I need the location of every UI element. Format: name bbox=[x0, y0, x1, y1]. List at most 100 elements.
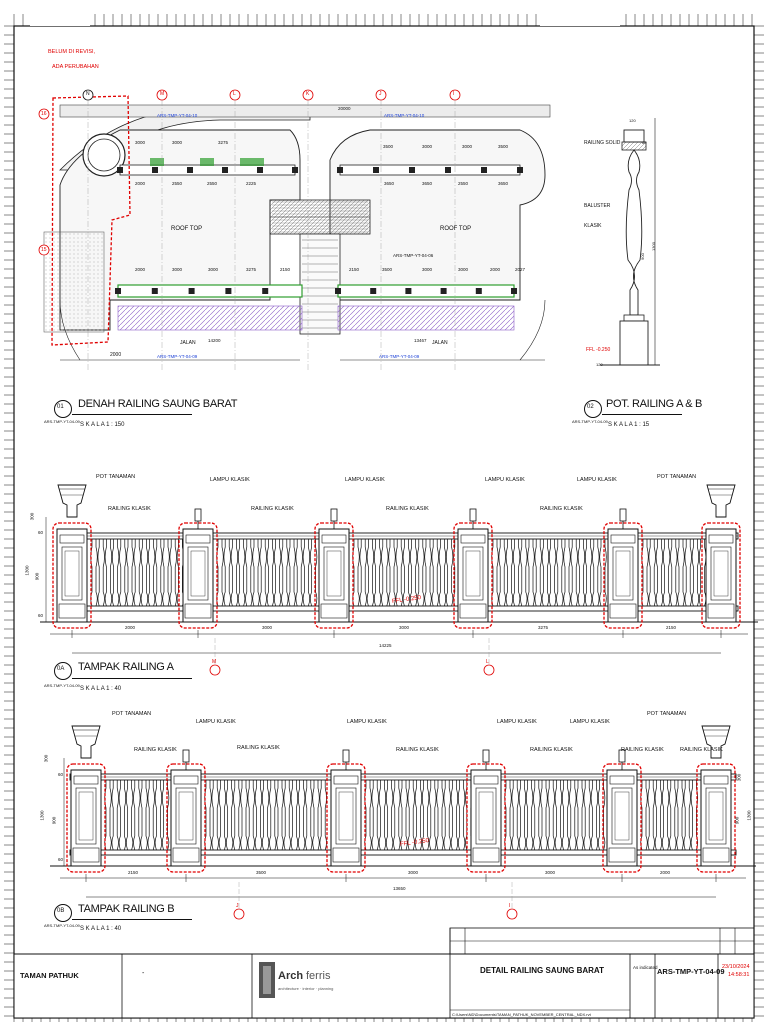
ea-hdim-3: 900 bbox=[34, 572, 40, 581]
project-name: TAMAN PATHUK bbox=[20, 971, 79, 980]
title-01-underline bbox=[72, 414, 192, 415]
label-klasik: KLASIK bbox=[584, 223, 602, 229]
pot-dim-2: 1300 bbox=[650, 242, 656, 251]
pot-ffl: FFL -0.250 bbox=[586, 347, 611, 353]
dim-lr-5: 2027 bbox=[515, 267, 526, 272]
dim-ml-1: 2550 bbox=[172, 181, 183, 186]
grid-marker-k: K bbox=[306, 91, 310, 97]
ea-span-4: 2150 bbox=[666, 625, 677, 630]
ea-grid-l: L bbox=[486, 659, 489, 665]
dim-left-bottom: 2000 bbox=[110, 352, 122, 358]
title-0b-code: ARS-TMP-YT-04-09 bbox=[44, 923, 80, 928]
ea-hdim-0: 300 bbox=[29, 512, 35, 521]
title-02-scale: S K A L A 1 : 15 bbox=[608, 422, 650, 428]
title-01-num: 01 bbox=[57, 404, 64, 410]
eb-label-rail-4: RAILING KLASIK bbox=[530, 747, 573, 753]
eb-label-lampu-4: LAMPU KLASIK bbox=[570, 719, 610, 725]
title-02-bubble bbox=[584, 400, 602, 418]
section-ref-bottom-1[interactable]: ARS-TMP-YT-04-09 bbox=[157, 354, 198, 359]
border-ruler bbox=[4, 14, 764, 1022]
eb-rdim-2: 900 bbox=[734, 816, 740, 825]
ea-hdim-4: 60 bbox=[38, 613, 44, 618]
sheet-time: 14:58:31 bbox=[728, 972, 750, 978]
revision-note-1: BELUM DI REVISI, bbox=[48, 49, 96, 55]
drawing-scale: As indicated bbox=[633, 965, 658, 970]
title-0a-bubble bbox=[54, 662, 72, 680]
dim-lr-2: 3000 bbox=[422, 267, 433, 272]
label-railing-solid: RAILING SOLID bbox=[584, 140, 621, 146]
section-ref-top-1[interactable]: ARS-TMP-YT-04-10 bbox=[157, 113, 198, 118]
grid-marker-i: I bbox=[453, 91, 455, 97]
eb-span-0: 2150 bbox=[128, 870, 139, 875]
eb-span-3: 3000 bbox=[545, 870, 556, 875]
ea-hdim-1: 60 bbox=[38, 530, 44, 535]
roof-top-right: ROOF TOP bbox=[440, 226, 472, 232]
section-ref-bottom-2[interactable]: ARS-TMP-YT-04-09 bbox=[379, 354, 420, 359]
elevation-a-drawing bbox=[40, 484, 758, 676]
title-0b-underline bbox=[72, 919, 192, 920]
ea-label-lampu-4: LAMPU KLASIK bbox=[577, 477, 617, 483]
title-01-scale: S K A L A 1 : 150 bbox=[80, 422, 125, 428]
eb-label-pot-1: POT TANAMAN bbox=[112, 711, 152, 717]
title-0a-scale: S K A L A 1 : 40 bbox=[80, 686, 122, 692]
ea-label-rail-2: RAILING KLASIK bbox=[251, 506, 294, 512]
dim-ml-0: 2000 bbox=[135, 181, 146, 186]
pot-railing-section bbox=[600, 118, 660, 366]
dim-mr-3: 3650 bbox=[498, 181, 509, 186]
eb-span-1: 3500 bbox=[256, 870, 267, 875]
title-01-text: DENAH RAILING SAUNG BARAT bbox=[78, 398, 238, 410]
grid-row-16: 16 bbox=[41, 111, 47, 117]
pot-dim-0: 120 bbox=[629, 118, 636, 123]
eb-span-4: 2000 bbox=[660, 870, 671, 875]
eb-grid-i: I bbox=[509, 903, 511, 909]
eb-grid-j: J bbox=[236, 903, 239, 909]
dim-ll-3: 3275 bbox=[246, 267, 257, 272]
dim-mr-1: 3650 bbox=[422, 181, 433, 186]
grid-row-15: 15 bbox=[41, 247, 47, 253]
dim-len-left: 14200 bbox=[208, 338, 221, 343]
ea-label-rail-4: RAILING KLASIK bbox=[540, 506, 583, 512]
pot-dim-4: 120 bbox=[596, 362, 603, 367]
eb-hdim-0: 300 bbox=[43, 754, 49, 763]
dim-tl-0: 3000 bbox=[135, 140, 146, 145]
dim-ll-2: 3000 bbox=[208, 267, 219, 272]
title-0b-scale: S K A L A 1 : 40 bbox=[80, 926, 122, 932]
jalan-right: JALAN bbox=[432, 340, 448, 346]
dim-tr-2: 3000 bbox=[462, 144, 473, 149]
grid-marker-j: J bbox=[379, 91, 382, 97]
title-0b-bubble bbox=[54, 904, 72, 922]
ea-label-lampu-1: LAMPU KLASIK bbox=[210, 477, 250, 483]
sheet-date: 23/10/2024 bbox=[722, 964, 750, 970]
title-02-num: 02 bbox=[587, 404, 594, 410]
eb-label-rail-1: RAILING KLASIK bbox=[134, 747, 177, 753]
pot-dim-1: 60 bbox=[642, 140, 647, 145]
dim-lr-4: 2000 bbox=[490, 267, 501, 272]
section-ref-top-2[interactable]: ARS-TMP-YT-04-10 bbox=[384, 113, 425, 118]
eb-rdim-1: 1300 bbox=[746, 810, 752, 821]
dim-mr-0: 3650 bbox=[384, 181, 395, 186]
dim-tl-2: 3275 bbox=[218, 140, 229, 145]
sheet-number: ARS-TMP-YT-04-09 bbox=[657, 967, 725, 976]
eb-label-lampu-3: LAMPU KLASIK bbox=[497, 719, 537, 725]
dim-lr-1: 3500 bbox=[382, 267, 393, 272]
ea-label-lampu-3: LAMPU KLASIK bbox=[485, 477, 525, 483]
dim-ll-1: 3000 bbox=[172, 267, 183, 272]
ea-grid-m: M bbox=[212, 659, 217, 665]
dim-tl-1: 3000 bbox=[172, 140, 183, 145]
title-0a-text: TAMPAK RAILING A bbox=[78, 661, 174, 673]
dim-mr-2: 2550 bbox=[458, 181, 469, 186]
section-ref-mid[interactable]: ARS-TMP-YT-04-06 bbox=[393, 253, 434, 258]
eb-label-lampu-2: LAMPU KLASIK bbox=[347, 719, 387, 725]
title-0b-text: TAMPAK RAILING B bbox=[78, 903, 175, 915]
dim-ll-0: 2000 bbox=[135, 267, 146, 272]
logo-name-a: Arch bbox=[278, 970, 304, 982]
dim-len-right: 13467 bbox=[414, 338, 427, 343]
grid-marker-l: L bbox=[233, 91, 236, 97]
eb-hdim-2: 1300 bbox=[39, 810, 45, 821]
dim-tr-0: 3500 bbox=[383, 144, 394, 149]
eb-label-rail-2: RAILING KLASIK bbox=[237, 745, 280, 751]
eb-label-lampu-1: LAMPU KLASIK bbox=[196, 719, 236, 725]
ea-label-lampu-2: LAMPU KLASIK bbox=[345, 477, 385, 483]
ea-span-0: 2000 bbox=[125, 625, 136, 630]
